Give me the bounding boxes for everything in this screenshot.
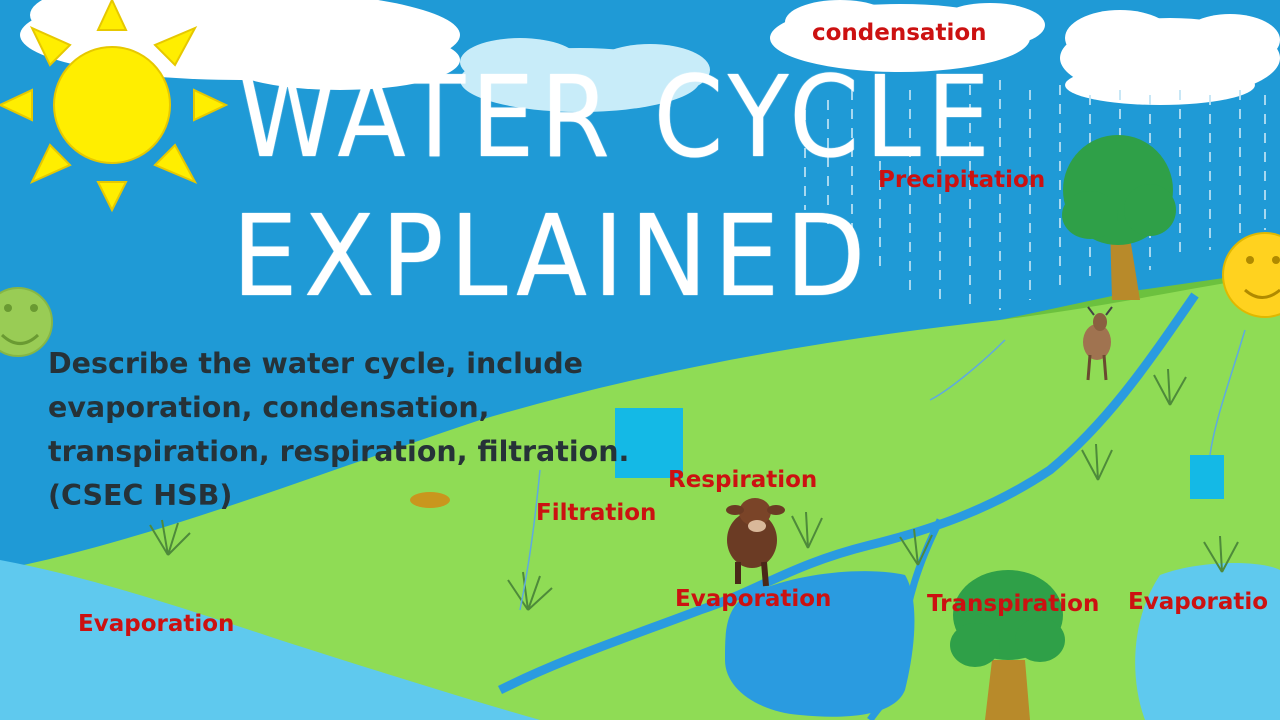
description: Describe the water cycle, include evapor…: [48, 342, 648, 518]
tree-icon: [1062, 135, 1176, 300]
label-transpiration: Transpiration: [927, 591, 1100, 617]
tree-icon: [950, 570, 1065, 720]
water-block: [1190, 455, 1224, 499]
title-line-2: EXPLAINED: [232, 190, 872, 322]
sun-icon: [0, 0, 229, 213]
goat-icon: [1083, 306, 1113, 381]
cloud-icon: [770, 0, 1045, 72]
label-evaporation-left: Evaporation: [78, 611, 235, 637]
grass-tufts: [149, 368, 1239, 611]
smiley-face-icon: [1222, 232, 1280, 318]
label-respiration: Respiration: [668, 467, 818, 493]
smiley-face-icon: [0, 287, 53, 357]
label-evaporation-right: Evaporatio: [1128, 589, 1269, 615]
label-filtration: Filtration: [536, 500, 657, 526]
river: [497, 292, 1199, 695]
lake: [725, 571, 915, 717]
description-line: Describe the water cycle, include: [48, 347, 583, 380]
description-line: (CSEC HSB): [48, 479, 233, 512]
water-block: [615, 408, 683, 478]
puddle: [410, 492, 450, 508]
cow-icon: [726, 498, 785, 587]
label-precipitation: Precipitation: [878, 167, 1046, 193]
cloud-icon: [460, 38, 710, 112]
cloud-icon: [1060, 10, 1280, 105]
description-line: evaporation, condensation,: [48, 391, 490, 424]
label-evaporation-center: Evaporation: [675, 586, 832, 612]
pond: [1135, 563, 1280, 720]
sea: [0, 560, 540, 720]
description-line: transpiration, respiration, filtration.: [48, 435, 630, 468]
label-condensation: condensation: [812, 20, 987, 46]
title-line-1: WATER CYCLE: [238, 52, 996, 184]
streams: [519, 329, 1246, 611]
